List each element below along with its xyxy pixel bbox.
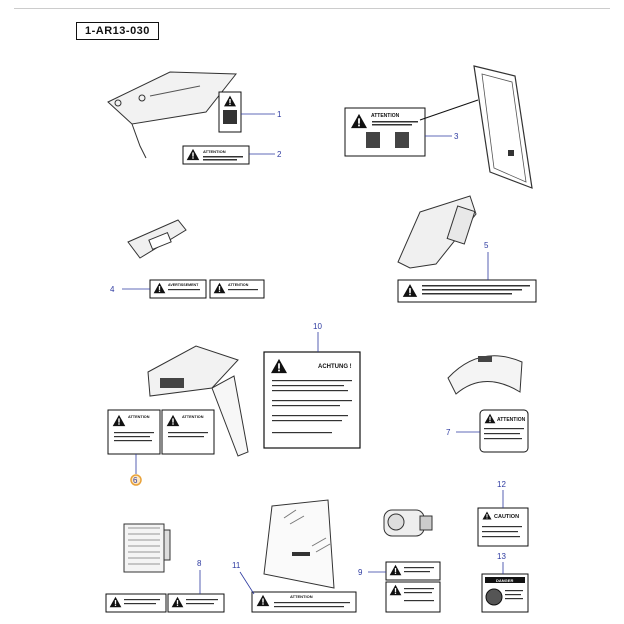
- decal-13: DANGER: [481, 573, 529, 613]
- cab-roof-drawing: [107, 71, 238, 159]
- decal-12: CAUTION: [477, 507, 529, 547]
- decal-4a: AVERTISSEMENT: [149, 279, 207, 299]
- svg-text:ATTENTION: ATTENTION: [228, 283, 249, 287]
- console-drawing: [147, 345, 249, 457]
- starter-motor-drawing: [383, 509, 433, 537]
- bracket-drawing: [397, 195, 477, 269]
- callout-1: 1: [277, 110, 282, 119]
- callout-6: 6: [133, 476, 138, 485]
- svg-text:ATTENTION: ATTENTION: [290, 594, 313, 599]
- svg-text:ATTENTION: ATTENTION: [497, 417, 526, 423]
- decal-6a: ATTENTION: [107, 409, 161, 455]
- svg-text:ATTENTION: ATTENTION: [203, 149, 226, 154]
- callout-6-highlight: [130, 474, 142, 486]
- reference-code: 1-AR13-030: [76, 22, 159, 40]
- decal-11: ATTENTION: [251, 591, 357, 613]
- callout-5: 5: [484, 241, 489, 250]
- svg-text:ACHTUNG !: ACHTUNG !: [318, 364, 352, 370]
- callout-9: 9: [358, 568, 363, 577]
- callout-2: 2: [277, 150, 282, 159]
- callout-7: 7: [446, 428, 451, 437]
- window-glass-drawing: [263, 499, 335, 589]
- decal-6b: ATTENTION: [161, 409, 215, 455]
- svg-text:AVERTISSEMENT: AVERTISSEMENT: [168, 283, 199, 287]
- callout-11: 11: [232, 561, 241, 570]
- decal-1: [218, 91, 242, 133]
- svg-text:DANGER: DANGER: [496, 578, 513, 583]
- decal-9a: [385, 561, 441, 581]
- callout-13: 13: [497, 552, 506, 561]
- callout-4: 4: [110, 285, 115, 294]
- svg-text:ATTENTION: ATTENTION: [128, 415, 150, 419]
- decal-8a: [105, 593, 167, 613]
- decal-10: ACHTUNG !: [263, 351, 361, 449]
- decal-4b: ATTENTION: [209, 279, 265, 299]
- decal-7: ATTENTION: [479, 409, 529, 453]
- callout-12: 12: [497, 480, 506, 489]
- radiator-drawing: [123, 523, 171, 573]
- top-rule: [14, 8, 610, 9]
- decal-5: [397, 279, 537, 303]
- cab-door-drawing: [473, 65, 533, 189]
- callout-3: 3: [454, 132, 459, 141]
- svg-text:ATTENTION: ATTENTION: [182, 415, 204, 419]
- decal-3: ATTENTION: [344, 107, 426, 157]
- decal-2: ATTENTION: [182, 145, 250, 165]
- side-panel-drawing: [127, 219, 187, 259]
- decal-8b: [167, 593, 225, 613]
- svg-text:ATTENTION: ATTENTION: [371, 113, 400, 119]
- svg-text:CAUTION: CAUTION: [494, 514, 519, 520]
- callout-10: 10: [313, 322, 322, 331]
- callout-8: 8: [197, 559, 202, 568]
- decal-9b: [385, 581, 441, 613]
- mudguard-drawing: [447, 355, 523, 395]
